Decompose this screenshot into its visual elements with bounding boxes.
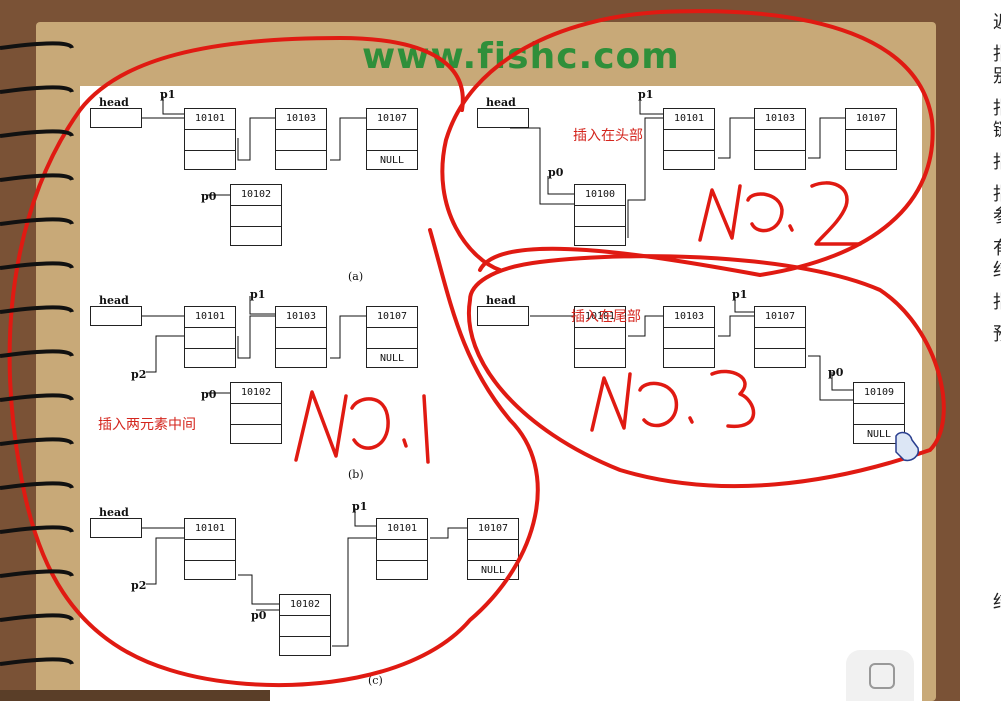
side-note-2: 别 — [993, 62, 1001, 88]
head-label-c: head — [99, 506, 129, 519]
node-a-10103: 10103 — [275, 108, 327, 170]
side-note-7: 参 — [993, 202, 1001, 228]
node-b-10102: 10102 — [230, 382, 282, 444]
head-box-tailins — [477, 306, 529, 326]
p1-label-tailins: p1 — [732, 288, 748, 301]
side-note-8: 有 — [993, 234, 1001, 260]
node-headins-10101: 10101 — [663, 108, 715, 170]
node-c-10102: 10102 — [279, 594, 331, 656]
node-tailins-10103: 10103 — [663, 306, 715, 368]
head-box-headins — [477, 108, 529, 128]
side-note-4: 链 — [993, 116, 1001, 142]
no2-handwriting — [698, 181, 862, 246]
node-c-10101b: 10101 — [376, 518, 428, 580]
p0-label-headins: p0 — [548, 166, 564, 179]
head-label-headins: head — [486, 96, 516, 109]
p1-label-b: p1 — [250, 288, 266, 301]
p0-label-c: p0 — [251, 609, 267, 622]
head-box-c — [90, 518, 142, 538]
head-label-a: head — [99, 96, 129, 109]
node-headins-10100: 10100 — [574, 184, 626, 246]
p2-label-b: p2 — [131, 368, 147, 381]
p1-label-c: p1 — [352, 500, 368, 513]
side-note-11: 预 — [993, 320, 1001, 346]
p1-label-headins: p1 — [638, 88, 654, 101]
node-a-10101: 10101 — [184, 108, 236, 170]
node-headins-10107: 10107 — [845, 108, 897, 170]
bottom-toolbar — [0, 690, 270, 701]
annotation-insert-middle: 插入两元素中间 — [98, 417, 196, 433]
caption-c: (c) — [368, 674, 383, 687]
p2-label-c: p2 — [131, 579, 147, 592]
node-b-10101: 10101 — [184, 306, 236, 368]
head-label-b: head — [99, 294, 129, 307]
no1-handwriting — [294, 390, 430, 464]
annotation-insert-tail: 插入在尾部 — [571, 309, 641, 325]
mouse-cursor-icon — [895, 431, 920, 462]
p1-label-a: p1 — [160, 88, 176, 101]
node-b-10103: 10103 — [275, 306, 327, 368]
side-note-12: 结 — [993, 588, 1001, 614]
node-tailins-10101: 10101 — [574, 306, 626, 368]
no3-handwriting — [590, 369, 756, 432]
spiral-binding — [0, 41, 74, 666]
head-box-a — [90, 108, 142, 128]
side-note-1: 指 — [993, 40, 1001, 66]
node-headins-10103: 10103 — [754, 108, 806, 170]
side-note-3: 指 — [993, 94, 1001, 120]
pointer-arrows — [142, 96, 853, 647]
side-notes-panel: 返 指 别 指 链 指 指 参 有 结 指 预 结 — [960, 0, 1001, 701]
head-label-tailins: head — [486, 294, 516, 307]
caption-b: (b) — [348, 468, 364, 481]
play-icon — [869, 663, 895, 689]
node-a-10102: 10102 — [230, 184, 282, 246]
head-box-b — [90, 306, 142, 326]
node-tailins-10107: 10107 — [754, 306, 806, 368]
red-circles — [7, 9, 946, 687]
p0-label-a: p0 — [201, 190, 217, 203]
annotation-insert-head: 插入在头部 — [573, 128, 643, 144]
side-note-10: 指 — [993, 288, 1001, 314]
node-c-10101: 10101 — [184, 518, 236, 580]
website-watermark: www.fishc.com — [362, 36, 680, 77]
side-note-6: 指 — [993, 180, 1001, 206]
side-note-9: 结 — [993, 256, 1001, 282]
side-note-5: 指 — [993, 148, 1001, 174]
side-note-0: 返 — [993, 8, 1001, 34]
caption-a: (a) — [348, 270, 364, 283]
p0-label-b: p0 — [201, 388, 217, 401]
video-play-button[interactable] — [846, 650, 914, 701]
